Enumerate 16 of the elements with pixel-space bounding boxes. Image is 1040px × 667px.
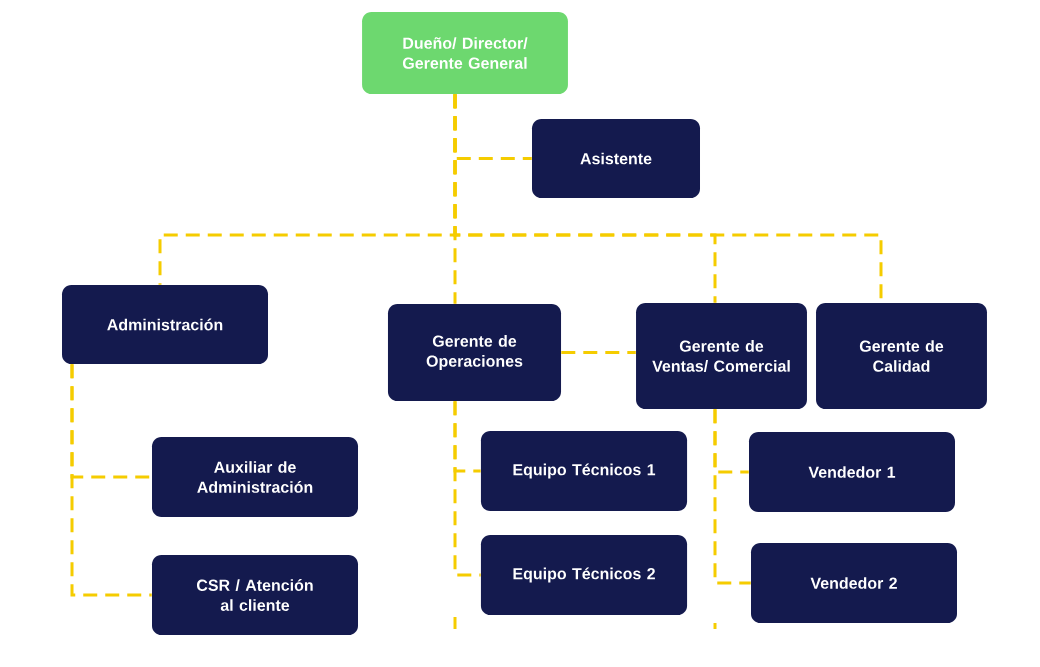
role-box: Auxiliar de Administración — [152, 437, 358, 517]
role-box: Gerente de Operaciones — [387, 303, 562, 402]
role-box: Equipo Técnicos 2 — [480, 535, 688, 615]
role-box: Vendedor 2 — [751, 543, 957, 623]
connector-line — [561, 351, 636, 354]
role-box: CSR / Atención al cliente — [152, 555, 358, 635]
role-box: Vendedor 1 — [749, 432, 955, 512]
connector-line — [70, 364, 152, 597]
role-box: Equipo Técnicos 1 — [480, 431, 688, 511]
top-role-box: Dueño/ Director/ Gerente General — [362, 12, 568, 94]
connector-line — [713, 409, 751, 585]
role-box: Administración — [62, 285, 268, 364]
role-box: Gerente de Ventas/ Comercial — [636, 303, 807, 409]
connector-line — [453, 401, 481, 577]
role-box: Asistente — [532, 119, 700, 198]
role-box: Gerente de Calidad — [816, 303, 987, 409]
